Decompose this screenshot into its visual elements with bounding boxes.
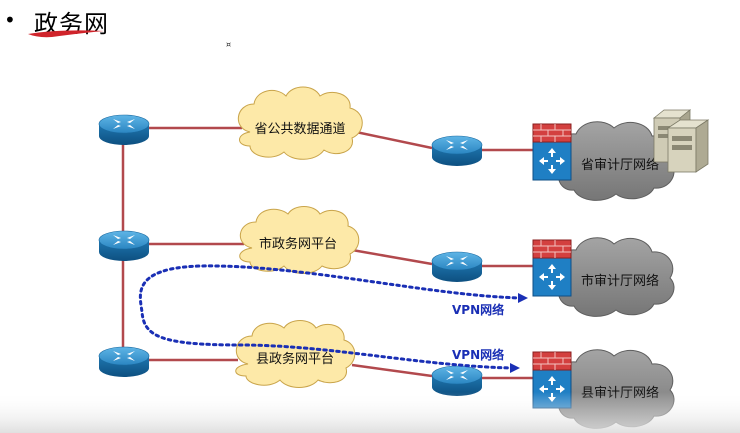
bullet-marker: •	[4, 8, 16, 32]
router-icon	[431, 135, 483, 167]
vpn-arrowhead-upper	[518, 293, 528, 303]
server-icon	[652, 109, 710, 173]
vpn-label-lower: VPN网络	[452, 347, 504, 362]
title-underline	[28, 30, 104, 38]
cloud-label-province-channel: 省公共数据通道	[254, 122, 345, 137]
router-icon	[98, 346, 150, 378]
cloud-icon	[238, 86, 363, 160]
firewall-icon	[532, 123, 572, 181]
cloud-label-city-platform: 市政务网平台	[259, 236, 337, 252]
vpn-label-upper: VPN网络	[452, 302, 504, 317]
firewall-icon	[532, 239, 572, 297]
vpn-tunnel	[138, 264, 528, 373]
router-icon	[98, 114, 150, 146]
router-icon	[98, 230, 150, 262]
link-county-platform-r6	[351, 363, 433, 378]
router-icon	[431, 365, 483, 397]
cloud-icon	[239, 206, 360, 274]
link-city-platform-r5	[351, 248, 433, 266]
vpn-arrowhead-lower	[510, 363, 520, 373]
network-label-city-audit: 市审计厅网络	[581, 273, 659, 289]
bottom-fade	[0, 392, 740, 433]
network-label-province-audit: 省审计厅网络	[581, 157, 659, 173]
cloud-label-county-platform: 县政务网平台	[256, 351, 334, 367]
link-province-channel-r4	[355, 130, 433, 150]
stray-mark: ¤	[226, 40, 232, 49]
cloud-icon	[557, 237, 675, 317]
router-icon	[431, 251, 483, 283]
